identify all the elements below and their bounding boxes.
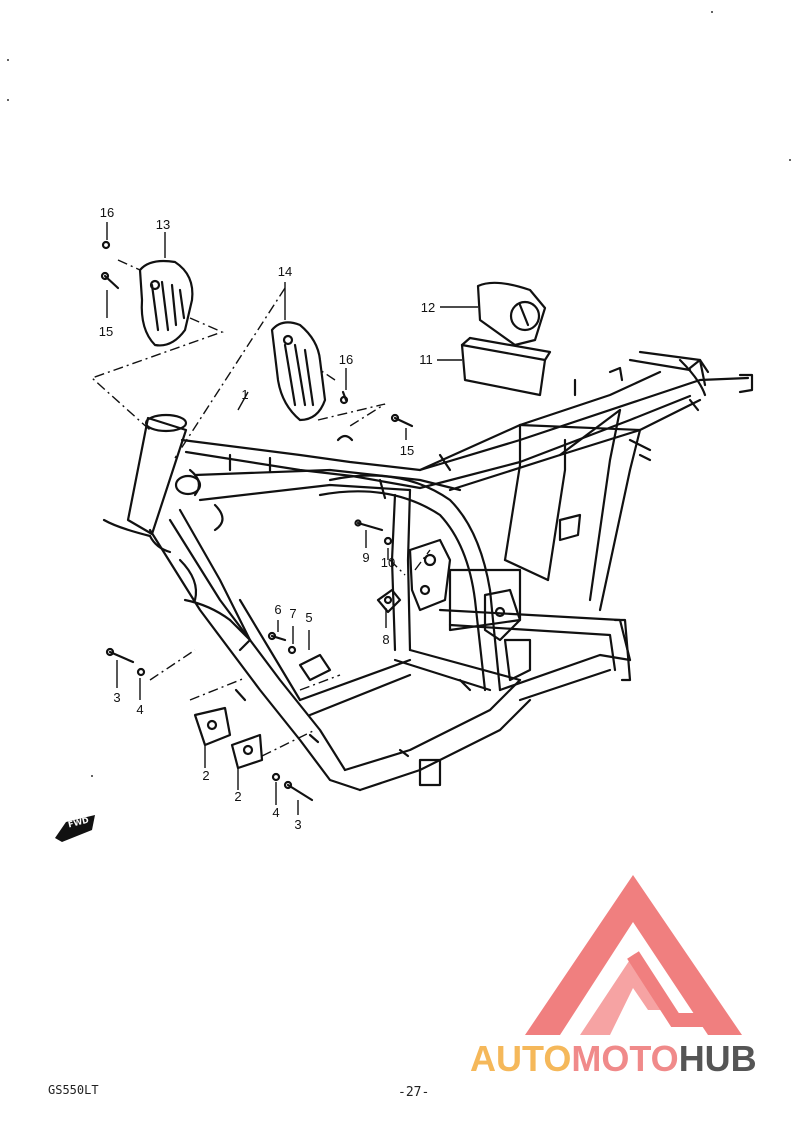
page-number: -27-	[398, 1085, 430, 1100]
frame-center-loop	[298, 474, 522, 717]
frame-down-tubes	[148, 508, 532, 792]
callout-4: 4	[272, 805, 280, 820]
automotohub-watermark: AUTOMOTOHUB	[470, 870, 800, 1085]
tool-tray-11	[460, 336, 552, 397]
leader-lines	[90, 259, 431, 757]
side-cover-13	[138, 259, 194, 347]
frame-top-tubes	[180, 350, 754, 502]
callout-2: 2	[234, 789, 242, 804]
steering-head-tube	[102, 413, 188, 554]
fwd-arrow-icon	[55, 815, 95, 842]
cover-12	[476, 281, 547, 347]
callout-7: 7	[289, 606, 297, 621]
callout-leaders	[106, 222, 478, 815]
frame-rear-section	[418, 370, 702, 612]
model-code: GS550LT	[48, 1083, 99, 1097]
callout-15: 15	[98, 324, 114, 339]
brand-auto: AUTO	[470, 1038, 572, 1079]
callout-10: 10	[380, 555, 396, 570]
callout-8: 8	[382, 632, 390, 647]
callout-3: 3	[294, 817, 302, 832]
callout-4: 4	[136, 702, 144, 717]
triangle-logo-icon	[525, 875, 742, 1035]
callout-16: 16	[338, 352, 354, 367]
brand-hub: HUB	[678, 1038, 757, 1079]
scan-specks	[7, 11, 791, 777]
frame-lower-rails	[438, 568, 632, 702]
callout-9: 9	[362, 550, 370, 565]
brand-moto: MOTO	[571, 1038, 679, 1079]
hardware-parts	[100, 240, 414, 802]
callout-5: 5	[305, 610, 313, 625]
callout-16: 16	[99, 205, 115, 220]
callout-1: 1	[241, 387, 249, 402]
brand-wordmark: AUTOMOTOHUB	[470, 1038, 800, 1080]
side-cover-14	[270, 321, 327, 422]
callout-11: 11	[419, 352, 433, 367]
callout-12: 12	[420, 300, 436, 315]
callout-6: 6	[274, 602, 282, 617]
callout-13: 13	[155, 217, 171, 232]
callout-15: 15	[399, 443, 415, 458]
frame-brackets	[174, 366, 700, 787]
callout-3: 3	[113, 690, 121, 705]
callout-2: 2	[202, 768, 210, 783]
callout-14: 14	[277, 264, 293, 279]
